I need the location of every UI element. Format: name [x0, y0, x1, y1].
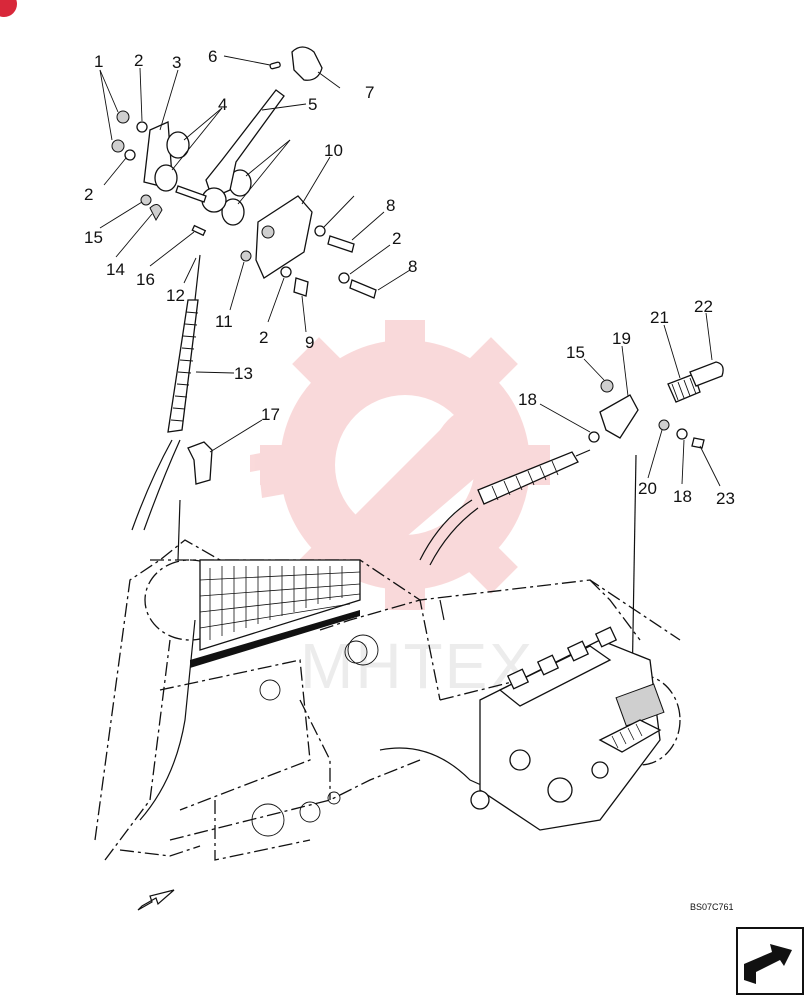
bolt — [691, 437, 705, 449]
bolt — [327, 235, 355, 253]
cable-bracket-right — [599, 394, 639, 439]
nut — [140, 194, 152, 206]
machine-frame — [94, 539, 681, 861]
dash-center-line — [177, 499, 181, 561]
callout-7: 7 — [365, 83, 374, 102]
throttle-cable-rod — [194, 254, 201, 301]
callout-12: 12 — [166, 286, 185, 305]
callout-3: 3 — [172, 53, 181, 72]
callout-19: 19 — [612, 329, 631, 348]
nut — [600, 379, 614, 393]
dash-center-line — [439, 599, 445, 621]
cable-boot-ribs — [170, 311, 199, 422]
leader-lines — [99, 55, 721, 487]
pivot-bolt — [175, 185, 207, 203]
washer — [154, 164, 178, 192]
washer-small — [338, 272, 350, 284]
nut — [111, 139, 125, 153]
callout-11: 11 — [215, 312, 233, 331]
callout-18: 18 — [518, 390, 537, 409]
washer-small — [676, 428, 688, 440]
knob-pin — [269, 61, 281, 70]
watermark-text: МНТЕХ — [300, 630, 534, 702]
callout-10: 10 — [324, 141, 343, 160]
engine-cable — [429, 507, 479, 566]
engine-block — [470, 626, 665, 831]
drawing-code: BS07C761 — [690, 902, 734, 912]
lever-knob — [291, 46, 323, 81]
callout-1: 1 — [94, 52, 103, 71]
nut — [116, 110, 130, 124]
callout-9: 9 — [305, 333, 314, 352]
callout-20: 20 — [638, 479, 657, 498]
callout-23: 23 — [716, 489, 735, 508]
forward-direction-arrow-icon — [137, 889, 175, 911]
mounting-bracket — [255, 195, 313, 279]
washer-small — [136, 121, 148, 133]
nut — [658, 419, 670, 431]
nut — [240, 250, 252, 262]
corner-badge — [0, 0, 17, 17]
throttle-cable — [131, 439, 173, 531]
callout-5: 5 — [308, 95, 317, 114]
callout-8b: 8 — [408, 257, 417, 276]
callout-21: 21 — [650, 308, 669, 327]
cable-rod — [575, 449, 591, 457]
next-page-arrow-icon[interactable] — [736, 927, 804, 995]
callout-22: 22 — [694, 297, 713, 316]
bolt — [349, 279, 377, 299]
callout-17: 17 — [261, 405, 280, 424]
cable-clip — [149, 204, 163, 222]
lever-hub — [201, 187, 227, 213]
dash-center-line — [631, 454, 637, 691]
callout-16: 16 — [136, 270, 155, 289]
callout-13: 13 — [234, 364, 253, 383]
callout-15: 15 — [84, 228, 103, 247]
bracket-stud — [261, 225, 275, 239]
washer-small — [280, 266, 292, 278]
radiator-grille — [190, 559, 361, 668]
spring-coils — [671, 377, 697, 401]
washer — [166, 131, 190, 159]
callout-2d: 2 — [392, 229, 401, 248]
callout-14: 14 — [106, 260, 125, 279]
washer-small — [314, 225, 326, 237]
callout-8: 8 — [386, 196, 395, 215]
engine-cable-boot — [477, 451, 579, 505]
washer — [221, 198, 245, 226]
pin — [191, 224, 207, 237]
callout-2: 2 — [134, 51, 143, 70]
cable-bracket — [187, 441, 213, 485]
routed-cable — [139, 619, 196, 821]
callout-18b: 18 — [673, 487, 692, 506]
engine-boot-ribs — [491, 460, 559, 501]
washer-small — [588, 431, 600, 443]
callout-15b: 15 — [566, 343, 585, 362]
engine-cable — [419, 499, 473, 561]
throttle-cable-boot — [167, 299, 199, 433]
callout-2b: 2 — [84, 185, 93, 204]
washer-small — [124, 149, 136, 161]
bolt — [293, 277, 309, 297]
callout-labels: 1 2 3 6 4 5 7 10 2 15 14 16 12 11 2 9 8 … — [84, 47, 735, 508]
callout-2c: 2 — [259, 328, 268, 347]
callout-4: 4 — [218, 95, 227, 114]
spring-pin — [689, 361, 724, 387]
callout-6: 6 — [208, 47, 217, 66]
throttle-cable — [143, 439, 181, 531]
